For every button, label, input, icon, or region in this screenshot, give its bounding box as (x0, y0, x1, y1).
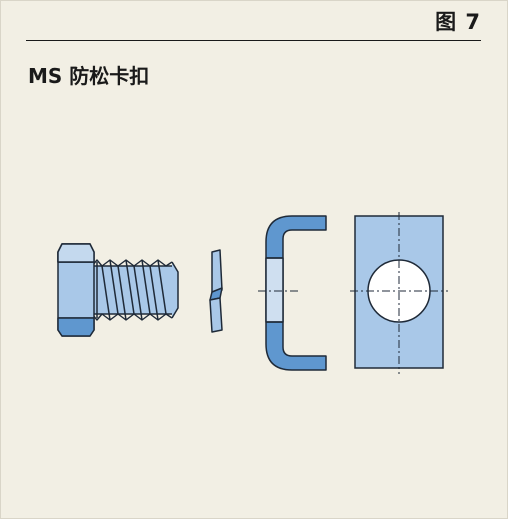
hex-bolt (57, 243, 179, 337)
nut-centerlines (350, 212, 448, 374)
bolt-head (57, 243, 95, 337)
spring-washer (209, 249, 223, 333)
bolt-thread (91, 259, 179, 321)
u-clip (265, 215, 327, 371)
figure-title: MS 防松卡扣 (28, 64, 150, 88)
header-rule (26, 40, 481, 41)
figure-label: 图 7 (435, 10, 481, 34)
